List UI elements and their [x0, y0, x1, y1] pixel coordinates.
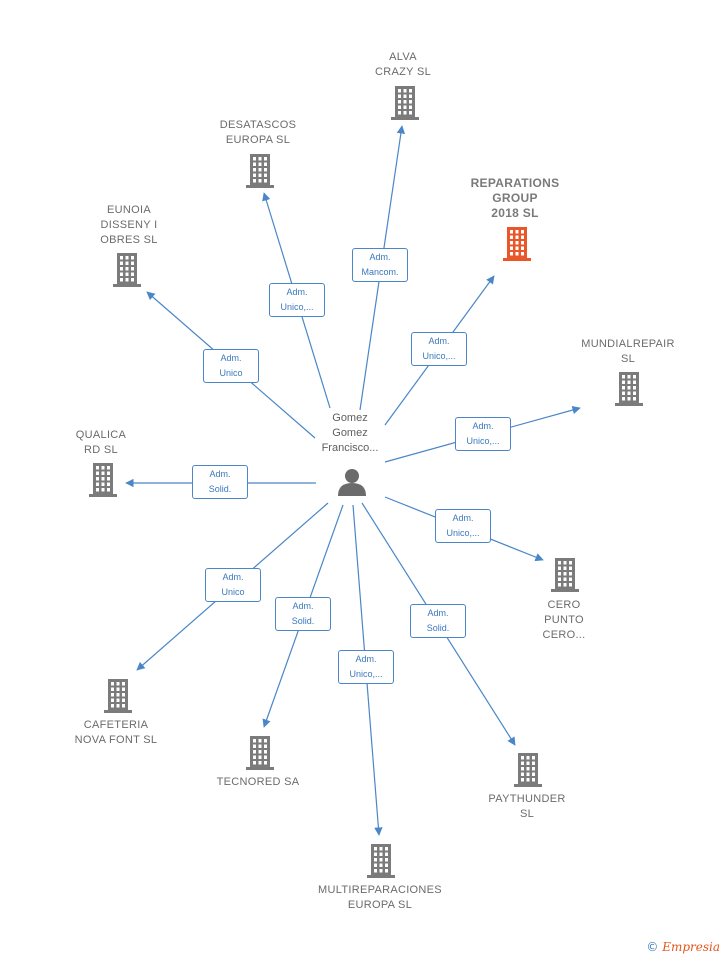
company-label-eunoia[interactable]: EUNOIA DISSENY I OBRES SL: [100, 204, 158, 246]
edge-label-desatascos[interactable]: Adm. Unico,...: [269, 283, 325, 317]
person-icon[interactable]: [338, 469, 366, 496]
company-label-multireparaciones[interactable]: MULTIREPARACIONES EUROPA SL: [318, 884, 442, 911]
copyright: © Empresia: [646, 940, 720, 954]
person-label[interactable]: Gomez Gomez Francisco...: [321, 412, 379, 454]
edge-label-mundialrepair[interactable]: Adm. Unico,...: [455, 417, 511, 451]
edge-label-reparations[interactable]: Adm. Unico,...: [411, 332, 467, 366]
building-icon-eunoia[interactable]: [113, 253, 141, 287]
edge-label-qualica[interactable]: Adm. Solid.: [192, 465, 248, 499]
company-label-paythunder[interactable]: PAYTHUNDER SL: [488, 793, 566, 820]
edge-label-alva[interactable]: Adm. Mancom.: [352, 248, 408, 282]
company-label-reparations[interactable]: REPARATIONS GROUP 2018 SL: [470, 176, 560, 220]
company-label-desatascos[interactable]: DESATASCOS EUROPA SL: [219, 119, 297, 146]
company-label-mundialrepair[interactable]: MUNDIALREPAIR SL: [581, 338, 675, 365]
edge-label-eunoia[interactable]: Adm. Unico: [203, 349, 259, 383]
building-icon-cafeteria[interactable]: [104, 679, 132, 713]
edge-label-cafeteria[interactable]: Adm. Unico: [205, 568, 261, 602]
copyright-symbol: ©: [646, 940, 659, 954]
building-icon-alva[interactable]: [391, 86, 419, 120]
building-icon-paythunder[interactable]: [514, 753, 542, 787]
company-label-cero[interactable]: CERO PUNTO CERO...: [542, 599, 586, 641]
edge-label-tecnored[interactable]: Adm. Solid.: [275, 597, 331, 631]
edge-label-paythunder[interactable]: Adm. Solid.: [410, 604, 466, 638]
company-label-tecnored[interactable]: TECNORED SA: [216, 776, 300, 788]
company-label-qualica[interactable]: QUALICA RD SL: [75, 429, 127, 456]
company-label-cafeteria[interactable]: CAFETERIA NOVA FONT SL: [74, 719, 158, 746]
building-icon-tecnored[interactable]: [246, 736, 274, 770]
building-icon-mundialrepair[interactable]: [615, 372, 643, 406]
company-label-alva[interactable]: ALVA CRAZY SL: [375, 51, 431, 78]
building-icon-cero[interactable]: [551, 558, 579, 592]
building-icon-reparations[interactable]: [503, 227, 531, 261]
edge-label-multireparaciones[interactable]: Adm. Unico,...: [338, 650, 394, 684]
edge-label-cero[interactable]: Adm. Unico,...: [435, 509, 491, 543]
building-icon-qualica[interactable]: [89, 463, 117, 497]
building-icon-desatascos[interactable]: [246, 154, 274, 188]
building-icon-multireparaciones[interactable]: [367, 844, 395, 878]
brand-logo[interactable]: Empresia: [662, 940, 720, 954]
